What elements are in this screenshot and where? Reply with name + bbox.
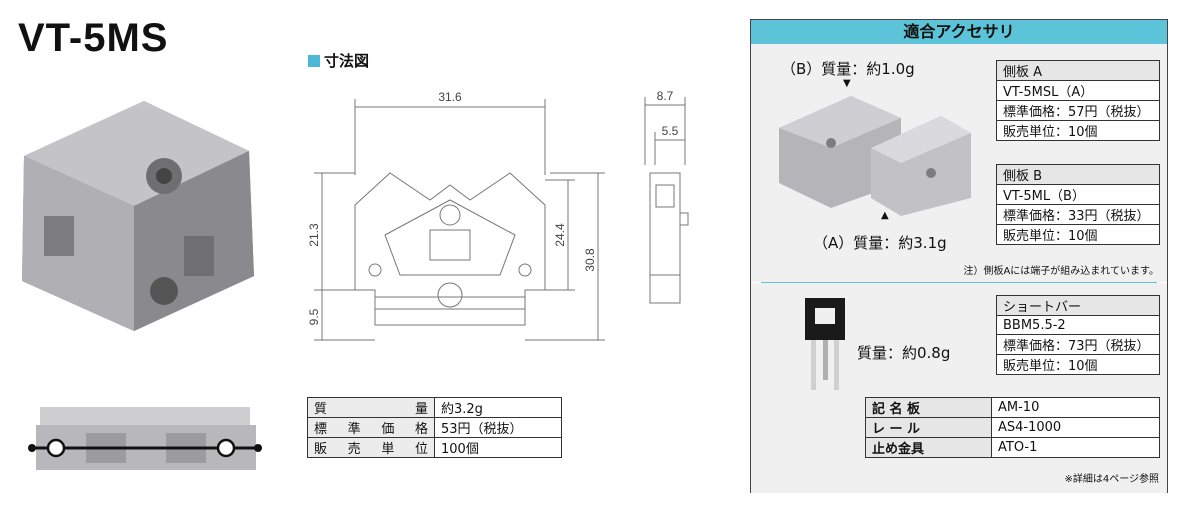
spec-value: 100個	[434, 437, 562, 458]
table-row: VT-5ML（B）	[996, 184, 1160, 205]
table-row: 止め金具 ATO-1	[865, 437, 1160, 458]
side-b-heading: 側板 B	[996, 164, 1160, 185]
side-b-part-no: VT-5ML（B）	[996, 184, 1160, 205]
dimension-drawing: 31.6 21.3 9.5 24.4 30.8	[307, 90, 605, 341]
spec-key: 販売単位	[307, 437, 435, 458]
accessories-title: 適合アクセサリ	[751, 20, 1167, 45]
side-b-price: 標準価格：33円（税抜）	[996, 204, 1160, 225]
dim-width: 31.6	[438, 90, 462, 104]
spec-key: 質量	[307, 397, 435, 418]
side-plates-photo	[779, 96, 971, 216]
dim-h-mid: 24.4	[553, 223, 567, 247]
table-row: 質量 約3.2g	[307, 397, 562, 418]
dim-side-width: 8.7	[657, 89, 674, 103]
spec-value: 53円（税抜）	[434, 417, 562, 438]
accessories-panel: 適合アクセサリ （B）質量：約1.0g ▼ ▲ （A）質量：約3.1g 側板 A…	[750, 19, 1168, 493]
reference-note: ※詳細は4ページ参照	[1064, 474, 1159, 485]
product-model-title: VT-5MS	[18, 16, 169, 60]
dim-side-inner: 5.5	[662, 124, 679, 138]
side-a-table: 側板 A VT-5MSL（A） 標準価格：57円（税抜） 販売単位：10個	[996, 60, 1160, 141]
arrow-up-icon: ▲	[881, 210, 889, 221]
table-row: 標準価格：73円（税抜）	[996, 334, 1160, 355]
other-value: ATO-1	[991, 437, 1160, 458]
short-bar-photo	[805, 298, 845, 390]
table-row: 標準価格：57円（税抜）	[996, 100, 1160, 121]
dim-h-total: 30.8	[583, 248, 597, 272]
table-row: 販売単位：10個	[996, 224, 1160, 245]
spec-table: 質量 約3.2g 標準価格 53円（税抜） 販売単位 100個	[307, 397, 562, 458]
other-accessories-table: 記 名 板 AM-10 レ ー ル AS4-1000 止め金具 ATO-1	[865, 397, 1160, 458]
product-bottom-photo	[28, 407, 262, 470]
table-row: ショートバー	[996, 295, 1160, 316]
table-row: 販売単位：10個	[996, 354, 1160, 375]
side-a-unit: 販売単位：10個	[996, 120, 1160, 141]
section-square-icon	[308, 54, 320, 67]
side-view-drawing: 8.7 5.5	[644, 89, 689, 304]
side-plate-note: 注）側板Aには端子が組み込まれています。	[963, 266, 1159, 277]
product-photo	[22, 101, 254, 331]
side-a-heading: 側板 A	[996, 60, 1160, 81]
other-key: 止め金具	[865, 437, 992, 458]
table-row: 記 名 板 AM-10	[865, 397, 1160, 418]
short-bar-part-no: BBM5.5-2	[996, 315, 1160, 335]
table-row: 側板 A	[996, 60, 1160, 81]
other-value: AM-10	[991, 397, 1160, 418]
table-row: 販売単位：10個	[996, 120, 1160, 141]
short-bar-weight-label: 質量：約0.8g	[857, 344, 951, 362]
side-b-unit: 販売単位：10個	[996, 224, 1160, 245]
table-row: VT-5MSL（A）	[996, 80, 1160, 101]
side-a-price: 標準価格：57円（税抜）	[996, 100, 1160, 121]
side-a-part-no: VT-5MSL（A）	[996, 80, 1160, 101]
dimension-title-label: 寸法図	[324, 52, 370, 70]
short-bar-price: 標準価格：73円（税抜）	[996, 334, 1160, 355]
spec-value: 約3.2g	[434, 397, 562, 418]
table-row: レ ー ル AS4-1000	[865, 417, 1160, 438]
dim-h-upper: 21.3	[307, 223, 321, 247]
table-row: 販売単位 100個	[307, 437, 562, 458]
other-value: AS4-1000	[991, 417, 1160, 438]
short-bar-heading: ショートバー	[996, 295, 1160, 316]
spec-key: 標準価格	[307, 417, 435, 438]
arrow-down-icon: ▼	[843, 78, 851, 89]
side-b-table: 側板 B VT-5ML（B） 標準価格：33円（税抜） 販売単位：10個	[996, 164, 1160, 245]
dim-h-lower: 9.5	[307, 308, 321, 325]
short-bar-table: ショートバー BBM5.5-2 標準価格：73円（税抜） 販売単位：10個	[996, 295, 1160, 375]
side-a-weight-label: （A）質量：約3.1g	[813, 234, 947, 252]
dimension-title: 寸法図	[308, 50, 369, 71]
table-row: BBM5.5-2	[996, 315, 1160, 335]
table-row: 側板 B	[996, 164, 1160, 185]
short-bar-unit: 販売単位：10個	[996, 354, 1160, 375]
side-b-weight-label: （B）質量：約1.0g	[781, 60, 915, 78]
other-key: レ ー ル	[865, 417, 992, 438]
table-row: 標準価格 53円（税抜）	[307, 417, 562, 438]
other-key: 記 名 板	[865, 397, 992, 418]
table-row: 標準価格：33円（税抜）	[996, 204, 1160, 225]
